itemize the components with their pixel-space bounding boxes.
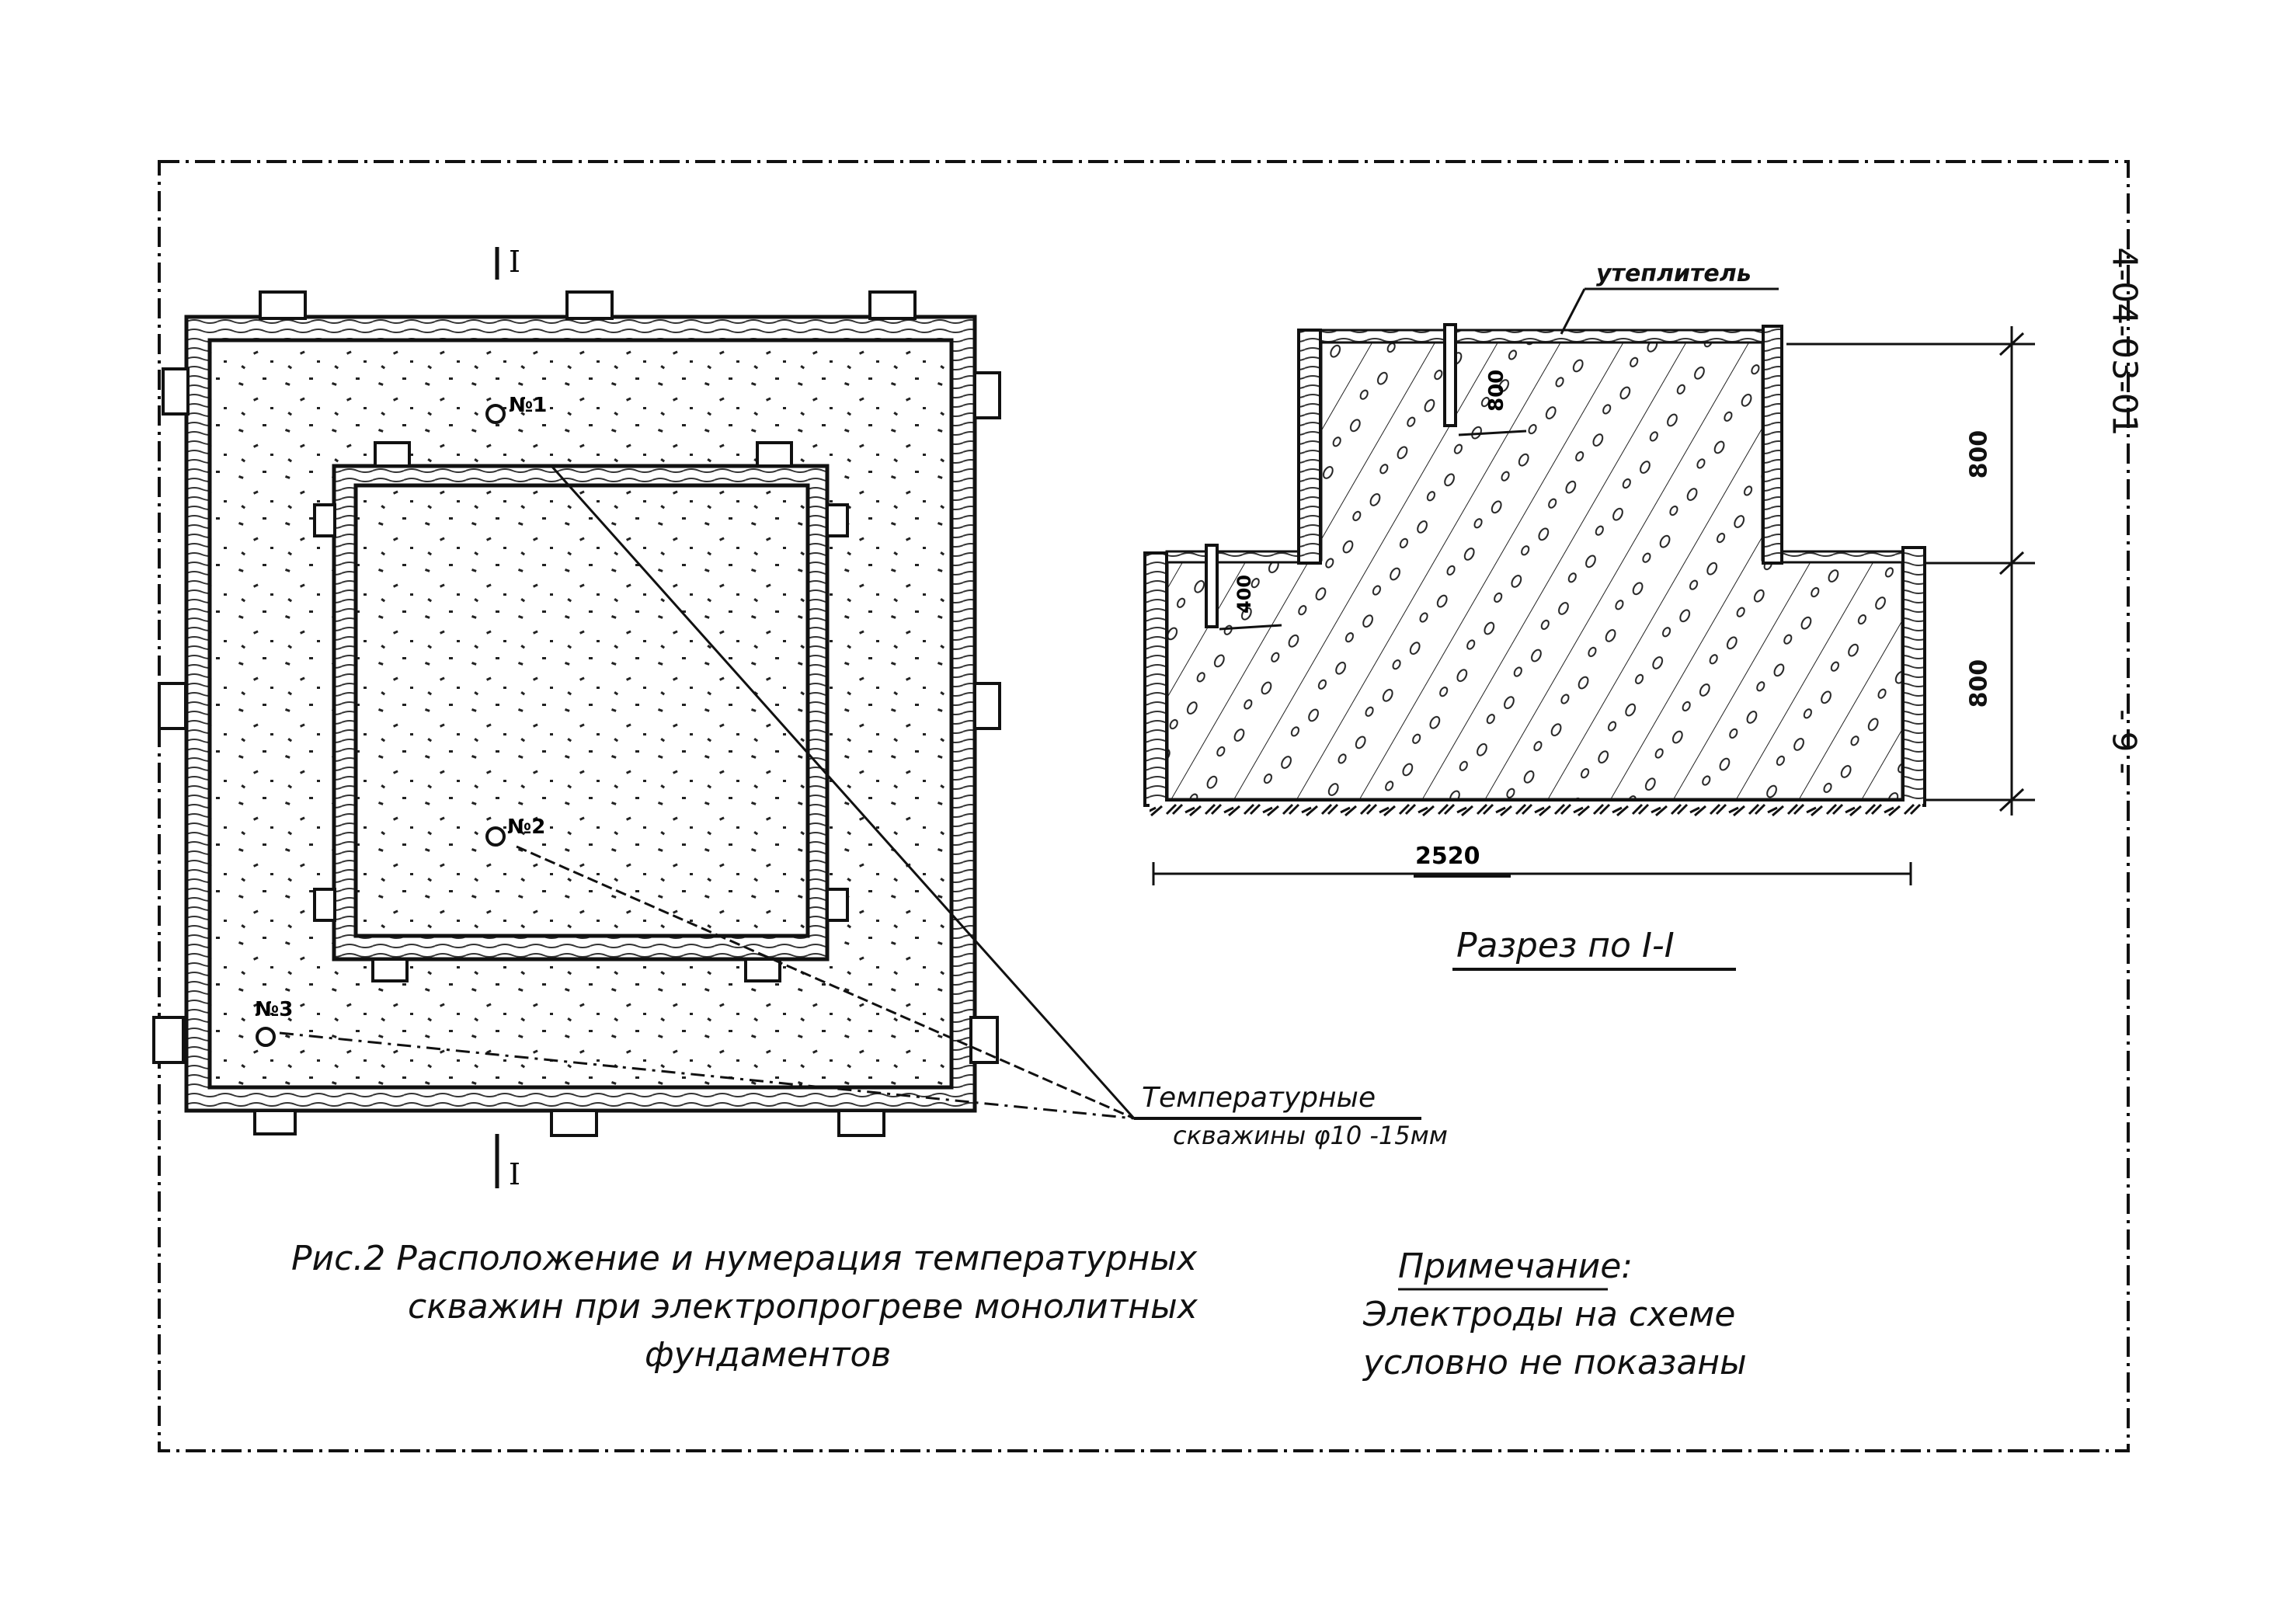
note-line-2: условно не показаны [1363, 1343, 1747, 1382]
page-number-text: - 9 - [2105, 709, 2144, 774]
section-mark-top: I [495, 245, 520, 280]
section-drawing: 800 400 2520 [1143, 287, 2035, 971]
section-well-upper: 800 [1443, 323, 1527, 436]
vertical-dimensions [1786, 326, 2035, 815]
width-dimension [1152, 862, 1912, 885]
sheet-code: 4-04-03-01 [2089, 194, 2159, 489]
section-concrete-body [1164, 336, 1905, 802]
width-dim-label: 2520 [1415, 843, 1480, 870]
note-title: Примечание: [1398, 1247, 1633, 1286]
soil-base [1150, 802, 1922, 822]
caption-line-2: скважин при электропрогреве монолитных [408, 1287, 1198, 1327]
figure-caption: Рис.2 Расположение и нумерация температу… [291, 1235, 1198, 1379]
foundation-plan: I I №1 №2 №3 [152, 245, 1136, 1191]
well-1: №1 [485, 394, 547, 424]
well-2-label: №2 [507, 815, 545, 839]
column-concrete [353, 483, 810, 938]
insulation-top [1319, 329, 1765, 344]
lower-height-dim-label: 800 [1965, 659, 1993, 708]
page-frame [158, 160, 2130, 1452]
insulation-label: утеплитель [1596, 260, 1751, 287]
insulation-leader [1560, 287, 1779, 335]
note-line-1: Электроды на схеме [1363, 1295, 1736, 1334]
note-block: Примечание: Электроды на схеме условно н… [1363, 1243, 1747, 1387]
section-mark-top-label: I [509, 245, 520, 279]
well-3: №3 [255, 998, 293, 1047]
section-mark-bottom-label: I [509, 1157, 520, 1191]
caption-line-3: фундаментов [645, 1335, 892, 1375]
section-formwork [1143, 325, 1926, 807]
well-1-label: №1 [509, 394, 547, 417]
section-title: Разрез по I-I [1456, 926, 1675, 965]
formwork-stakes [152, 290, 1001, 1137]
lower-height-dim: 800 [1956, 625, 2002, 742]
well-2: №2 [485, 815, 545, 847]
upper-height-dim: 800 [1956, 396, 2002, 513]
sheet-code-text: 4-04-03-01 [2104, 247, 2145, 436]
insulation-step-right [1762, 550, 1905, 564]
well-3-label: №3 [255, 998, 293, 1021]
page-number: - 9 - [2097, 683, 2152, 800]
section-well-lower: 400 [1205, 544, 1282, 631]
caption-line-1: Рис.2 Расположение и нумерация температу… [291, 1239, 1198, 1278]
callout-line-1: Температурные [1142, 1082, 1376, 1114]
well-leader-lines [279, 465, 1136, 1120]
section-well-upper-dim: 800 [1485, 370, 1508, 412]
section-mark-bottom: I [495, 1134, 520, 1191]
section-well-lower-dim: 400 [1233, 575, 1255, 614]
callout-line-2: скважины φ10 -15мм [1173, 1121, 1448, 1150]
upper-height-dim-label: 800 [1965, 429, 1993, 479]
